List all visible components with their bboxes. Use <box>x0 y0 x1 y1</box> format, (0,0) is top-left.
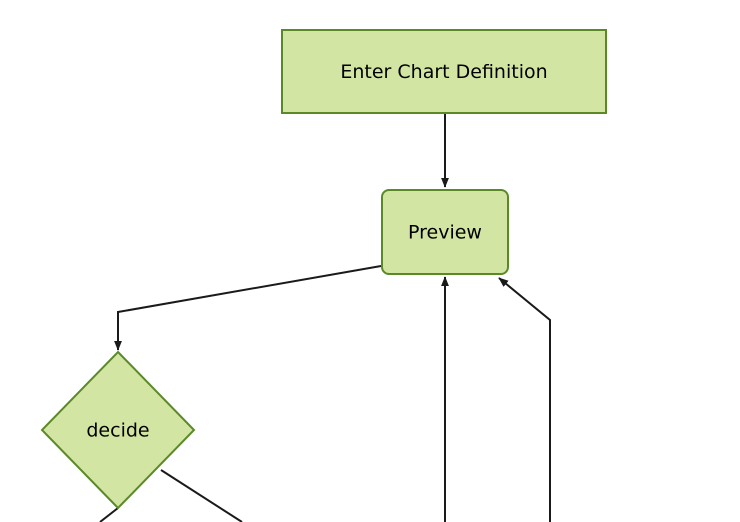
node-decide-shape <box>40 350 196 510</box>
node-preview[interactable]: Preview <box>381 189 509 275</box>
node-decide[interactable]: decide <box>40 350 196 510</box>
edge-preview-to-decide <box>114 265 382 351</box>
node-preview-shape <box>381 189 509 275</box>
edge-decide-to-offscreen-c <box>99 507 119 522</box>
node-enter-chart-definition[interactable]: Enter Chart Definition <box>281 29 607 114</box>
node-enter-chart-definition-shape <box>281 29 607 114</box>
edge-decide-to-offscreen-d <box>160 469 243 522</box>
edge-offscreen-b-to-preview <box>498 277 551 522</box>
